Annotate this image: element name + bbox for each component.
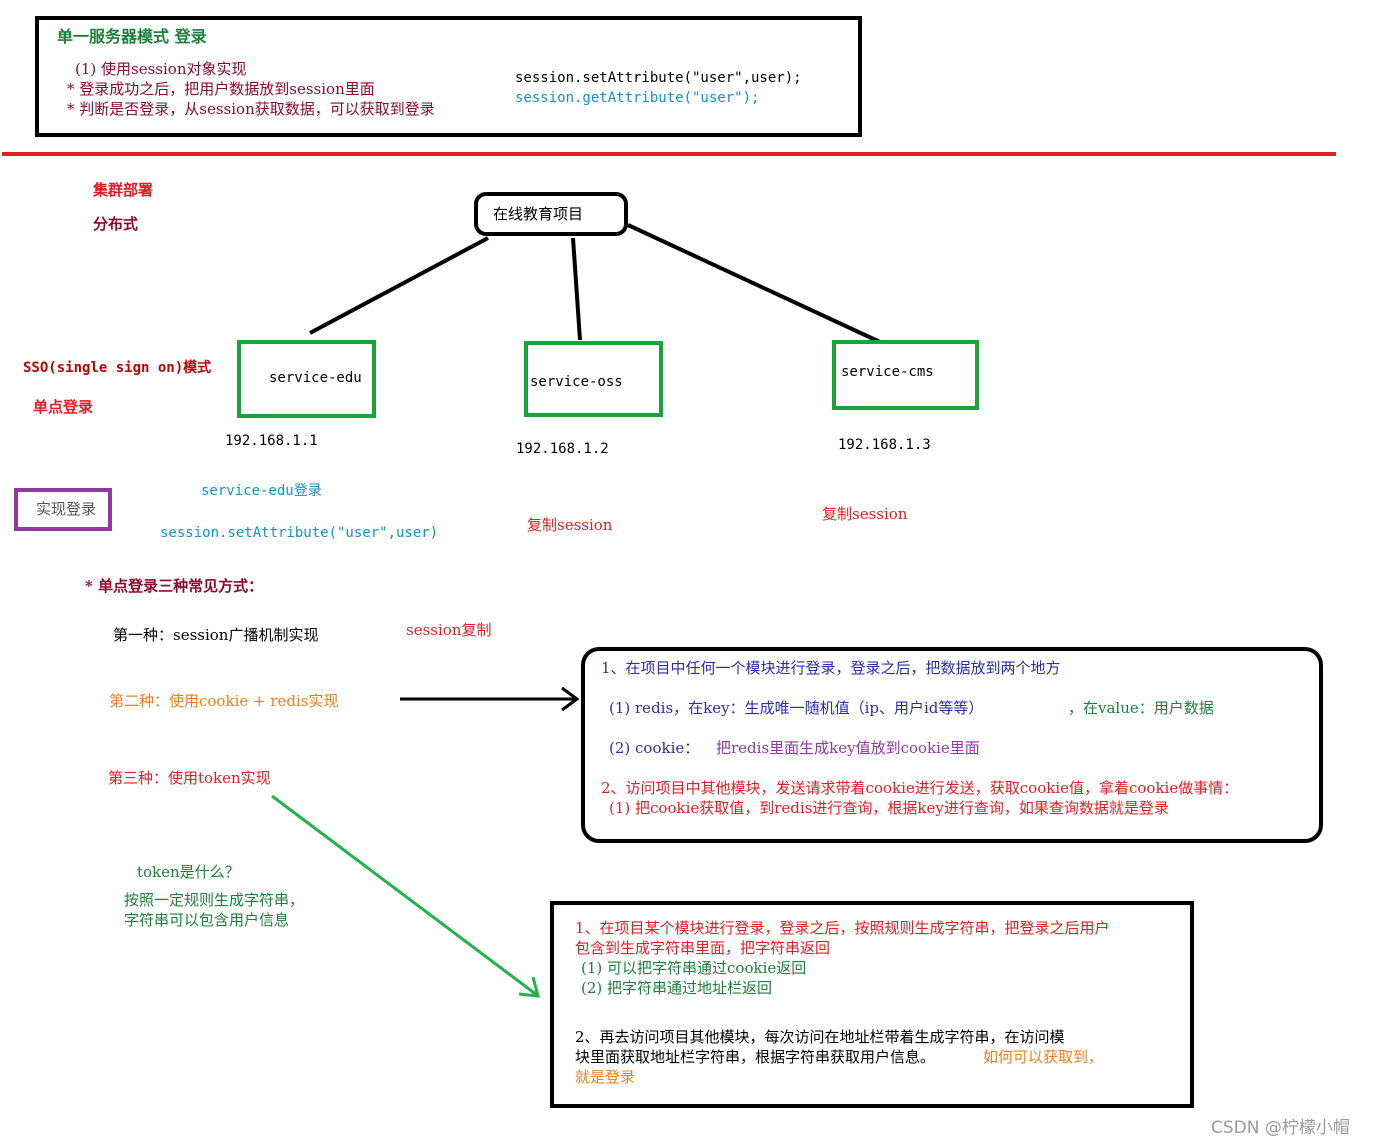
distributed-label: 分布式 bbox=[93, 215, 139, 233]
token-answer1: 按照一定规则生成字符串， bbox=[124, 891, 305, 909]
root-node-box bbox=[474, 192, 628, 236]
cookie-redis-line2b: ，在value：用户数据 bbox=[1068, 699, 1214, 717]
cookie-redis-line3a: (2) cookie： bbox=[609, 739, 700, 757]
single-server-line3: * 判断是否登录，从session获取数据，可以获取到登录 bbox=[67, 100, 435, 118]
sso-subtitle: 单点登录 bbox=[33, 398, 94, 416]
arrow-token-line bbox=[271, 794, 538, 997]
login-box bbox=[14, 488, 112, 531]
service-cms-box bbox=[832, 340, 979, 410]
token-line1: 1、在项目某个模块进行登录，登录之后，按照规则生成字符串，把登录之后用户 bbox=[575, 919, 1110, 937]
cookie-redis-line1: 1、在项目中任何一个模块进行登录，登录之后，把数据放到两个地方 bbox=[601, 659, 1061, 677]
service-cms-ip: 192.168.1.3 bbox=[838, 437, 931, 453]
watermark: CSDN @柠檬小帽 bbox=[1211, 1118, 1350, 1138]
single-server-title: 单一服务器模式 登录 bbox=[57, 27, 207, 46]
token-line6a: 块里面获取地址栏字符串，根据字符串获取用户信息。 bbox=[575, 1048, 936, 1066]
cluster-label: 集群部署 bbox=[93, 181, 154, 199]
connector-edu bbox=[309, 236, 489, 335]
single-server-line1: (1) 使用session对象实现 bbox=[75, 60, 247, 78]
method-third: 第三种：使用token实现 bbox=[108, 769, 271, 787]
service-edu-box bbox=[237, 340, 376, 418]
connector-oss bbox=[571, 237, 582, 341]
token-line2: 包含到生成字符串里面，把字符串返回 bbox=[575, 939, 831, 957]
token-line4: (2) 把字符串通过地址栏返回 bbox=[581, 979, 773, 997]
connector-cms bbox=[627, 223, 881, 344]
token-answer2: 字符串可以包含用户信息 bbox=[124, 911, 290, 929]
token-line5: 2、再去访问项目其他模块，每次访问在地址栏带着生成字符串，在访问模 bbox=[575, 1028, 1065, 1046]
arrow-cookie-redis-head bbox=[561, 686, 580, 712]
single-server-box bbox=[35, 16, 862, 137]
root-node-label: 在线教育项目 bbox=[493, 205, 584, 223]
cookie-redis-line5: (1) 把cookie获取值，到redis进行查询，根据key进行查询，如果查询… bbox=[609, 799, 1169, 817]
token-question: token是什么？ bbox=[137, 863, 240, 881]
service-cms-label: service-cms bbox=[841, 364, 934, 380]
code-get-attribute: session.getAttribute("user"); bbox=[515, 90, 760, 106]
copy-session-oss: 复制session bbox=[527, 516, 613, 534]
cookie-redis-box bbox=[581, 647, 1323, 843]
code-set-attribute: session.setAttribute("user",user); bbox=[515, 70, 802, 86]
service-oss-label: service-oss bbox=[530, 374, 623, 390]
cookie-redis-line4: 2、访问项目中其他模块，发送请求带着cookie进行发送，获取cookie值，拿… bbox=[601, 779, 1239, 797]
token-line7: 就是登录 bbox=[575, 1068, 636, 1086]
copy-session-cms: 复制session bbox=[822, 505, 908, 523]
token-line3: (1) 可以把字符串通过cookie返回 bbox=[581, 959, 807, 977]
method-first-note: session复制 bbox=[406, 621, 492, 639]
token-box bbox=[550, 901, 1194, 1108]
service-oss-box bbox=[524, 341, 663, 417]
service-edu-label: service-edu bbox=[269, 370, 362, 386]
cookie-redis-line2a: (1) redis，在key：生成唯一随机值（ip、用户id等等） bbox=[609, 699, 984, 717]
login-box-label: 实现登录 bbox=[36, 500, 97, 518]
arrow-token-head bbox=[518, 976, 541, 998]
methods-heading: * 单点登录三种常见方式： bbox=[85, 577, 264, 595]
method-second: 第二种：使用cookie + redis实现 bbox=[109, 692, 339, 710]
single-server-line2: * 登录成功之后，把用户数据放到session里面 bbox=[67, 80, 375, 98]
edu-login-label: service-edu登录 bbox=[201, 483, 322, 499]
sso-title: SSO(single sign on)模式 bbox=[23, 360, 212, 376]
cookie-redis-line3b: 把redis里面生成key值放到cookie里面 bbox=[716, 739, 980, 757]
token-line6b: 如何可以获取到， bbox=[983, 1048, 1104, 1066]
method-first: 第一种：session广播机制实现 bbox=[113, 626, 319, 644]
service-edu-ip: 192.168.1.1 bbox=[225, 433, 318, 449]
service-oss-ip: 192.168.1.2 bbox=[516, 441, 609, 457]
edu-login-code: session.setAttribute("user",user) bbox=[160, 525, 439, 541]
